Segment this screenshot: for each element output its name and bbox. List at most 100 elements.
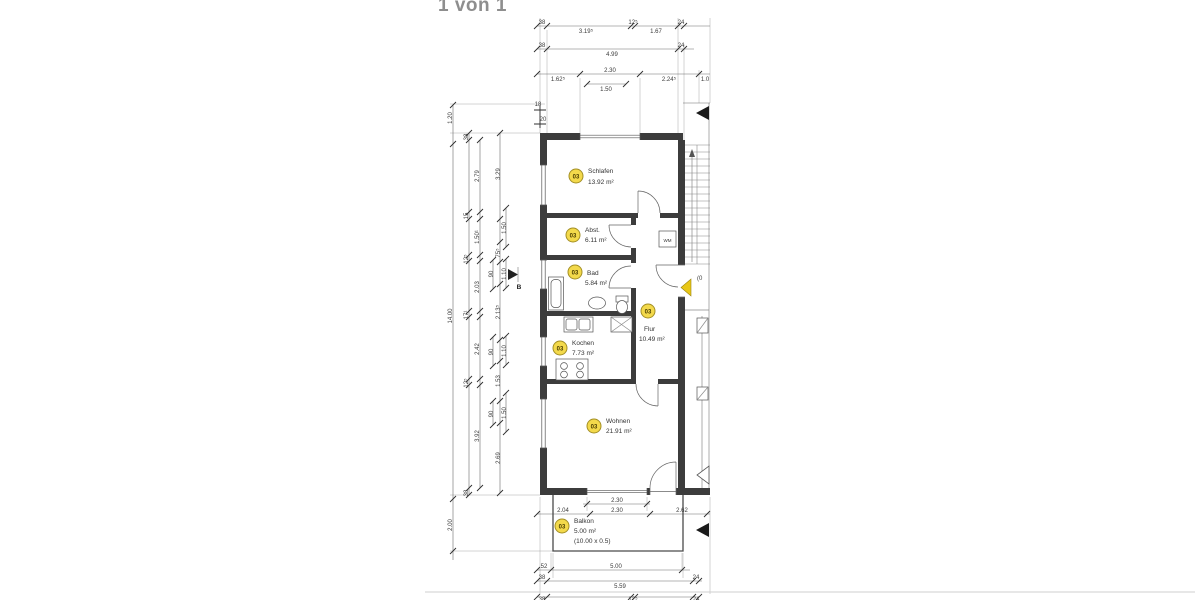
dim-label-left: 2.13⁵ (495, 304, 502, 319)
nav-arrow-bottom-icon (696, 523, 709, 537)
dim-label-top: 20 (540, 117, 547, 123)
balcony-outline (552, 495, 684, 552)
entrance-arrow-icon (680, 278, 692, 297)
extension-lines-top (539, 18, 711, 140)
door-balkon (649, 461, 677, 495)
markers: B (0 (508, 106, 710, 537)
room-badge-balkon[interactable]: 03 (554, 518, 570, 534)
stair-run-arrow-head (689, 149, 695, 157)
window-bad (540, 259, 547, 290)
dim-label-top: 24 (678, 43, 685, 49)
dim-label-left: 1.50 (502, 407, 508, 419)
right-zone-box-2-hatch (696, 386, 709, 401)
dim-label-left: 90 (489, 348, 495, 355)
dim-labels-top: 38 3.19⁵ 12⁵ 24 1.67 38 4.99 24 1.62⁵ 2.… (535, 19, 710, 123)
dim-label-bottom: 24 (693, 597, 700, 600)
room-badge-label: 03 (570, 233, 577, 239)
dim-label-left: 1.20 (448, 112, 454, 124)
toilet-bowl (616, 300, 628, 314)
nav-arrow-top-icon (696, 106, 709, 120)
room-badge-label: 03 (572, 270, 579, 276)
door-swings (608, 190, 685, 495)
dim-label-top: 18 (535, 102, 542, 108)
dim-label-left: 2.69 (496, 452, 502, 464)
dim-label-left: 1.50¹ (475, 230, 481, 244)
dim-label-bottom: 52 (541, 564, 548, 570)
stove-burner (560, 362, 568, 370)
dim-label-top: 3.19⁵ (579, 28, 594, 35)
stairwell-outline (685, 103, 710, 488)
room-area: 21.91 m² (606, 428, 632, 435)
dim-label-left: 12⁵ (463, 254, 470, 264)
door-wohnen (635, 383, 659, 407)
room-badge-label: 03 (573, 174, 580, 180)
room-area: 13.92 m² (588, 179, 614, 186)
room-badge-wohnen[interactable]: 03 (586, 418, 602, 434)
stove-burner (576, 370, 584, 379)
room-area: 5.00 m² (574, 528, 597, 535)
white-triangle-marker-icon (696, 465, 710, 485)
room-name: Wohnen (606, 418, 630, 425)
fixtures: WM (548, 230, 677, 381)
dim-label-bottom: 2.62 (676, 508, 688, 514)
room-badge-label: 03 (557, 346, 564, 352)
dim-label-left: 15 (464, 212, 470, 219)
room-area: 10.49 m² (639, 336, 665, 343)
stove (555, 358, 589, 381)
dim-label-bottom: 2.30 (611, 508, 623, 514)
dim-label-bottom: 38 (539, 575, 546, 581)
stair-treads (685, 144, 710, 265)
dim-label-bottom: 38 (539, 597, 546, 600)
door-abst (608, 224, 632, 248)
room-badge-abst[interactable]: 03 (565, 227, 581, 243)
dim-label-left: 90 (489, 410, 495, 417)
room-badge-flur[interactable]: 03 (640, 303, 656, 319)
room-name: Balkon (574, 518, 594, 525)
dim-label-top: 4.99 (606, 52, 618, 58)
dim-label-left: 75⁵ (495, 248, 502, 258)
dim-label-left: 14.00 (448, 308, 454, 324)
door-entrance (655, 264, 685, 298)
dim-label-left: 2.79 (475, 170, 481, 182)
room-badge-schlafen[interactable]: 03 (568, 168, 584, 184)
dim-label-bottom: 5.00 (610, 564, 622, 570)
dim-label-left: 1.10 (502, 345, 508, 357)
dim-label-top: 2.24⁵ (662, 76, 677, 83)
room-name: Kochen (572, 340, 594, 347)
walls (540, 133, 710, 495)
dim-label-bottom: 12⁵ (628, 596, 638, 600)
section-marker-b-arrow (508, 269, 518, 280)
room-area: 6.11 m² (585, 237, 607, 244)
staircase (685, 103, 710, 488)
dim-label-left: 38 (464, 133, 470, 140)
room-name: Abst. (585, 227, 600, 234)
washing-machine-box (658, 230, 677, 248)
shaft-box-cross (610, 316, 633, 333)
kitchen-sink-basin-2 (578, 318, 591, 331)
dim-label-left: 1.53 (496, 375, 502, 387)
room-badge-label: 03 (645, 309, 652, 315)
room-badge-bad[interactable]: 03 (567, 264, 583, 280)
dim-labels-bottom: 2.04 2.30 2.30 2.62 52 5.00 38 5.59 24 3… (539, 498, 700, 600)
dim-label-bottom: 24 (693, 575, 700, 581)
dim-label-top: 1.62⁵ (551, 76, 566, 83)
section-marker-b-label: B (517, 284, 522, 291)
dim-label-top: 1.50 (600, 87, 612, 93)
dim-label-left: 2.03 (475, 281, 481, 293)
extension-lines (450, 18, 711, 594)
room-area-note: (10.00 x 0.5) (574, 538, 611, 545)
room-badge-label: 03 (559, 524, 566, 530)
stove-burner (560, 370, 568, 379)
dimension-lines-left (449, 101, 510, 560)
bathtub-inner (550, 279, 562, 308)
room-badge-kochen[interactable]: 03 (552, 340, 568, 356)
partial-right-label: (0 (697, 276, 703, 282)
windows (540, 133, 648, 495)
dim-label-left: 2.00 (448, 519, 454, 531)
dim-label-left: 38 (464, 489, 470, 496)
room-area: 5.84 m² (585, 280, 608, 287)
bad-sink (588, 296, 606, 310)
door-bad (608, 265, 632, 289)
room-badge-label: 03 (591, 424, 598, 430)
